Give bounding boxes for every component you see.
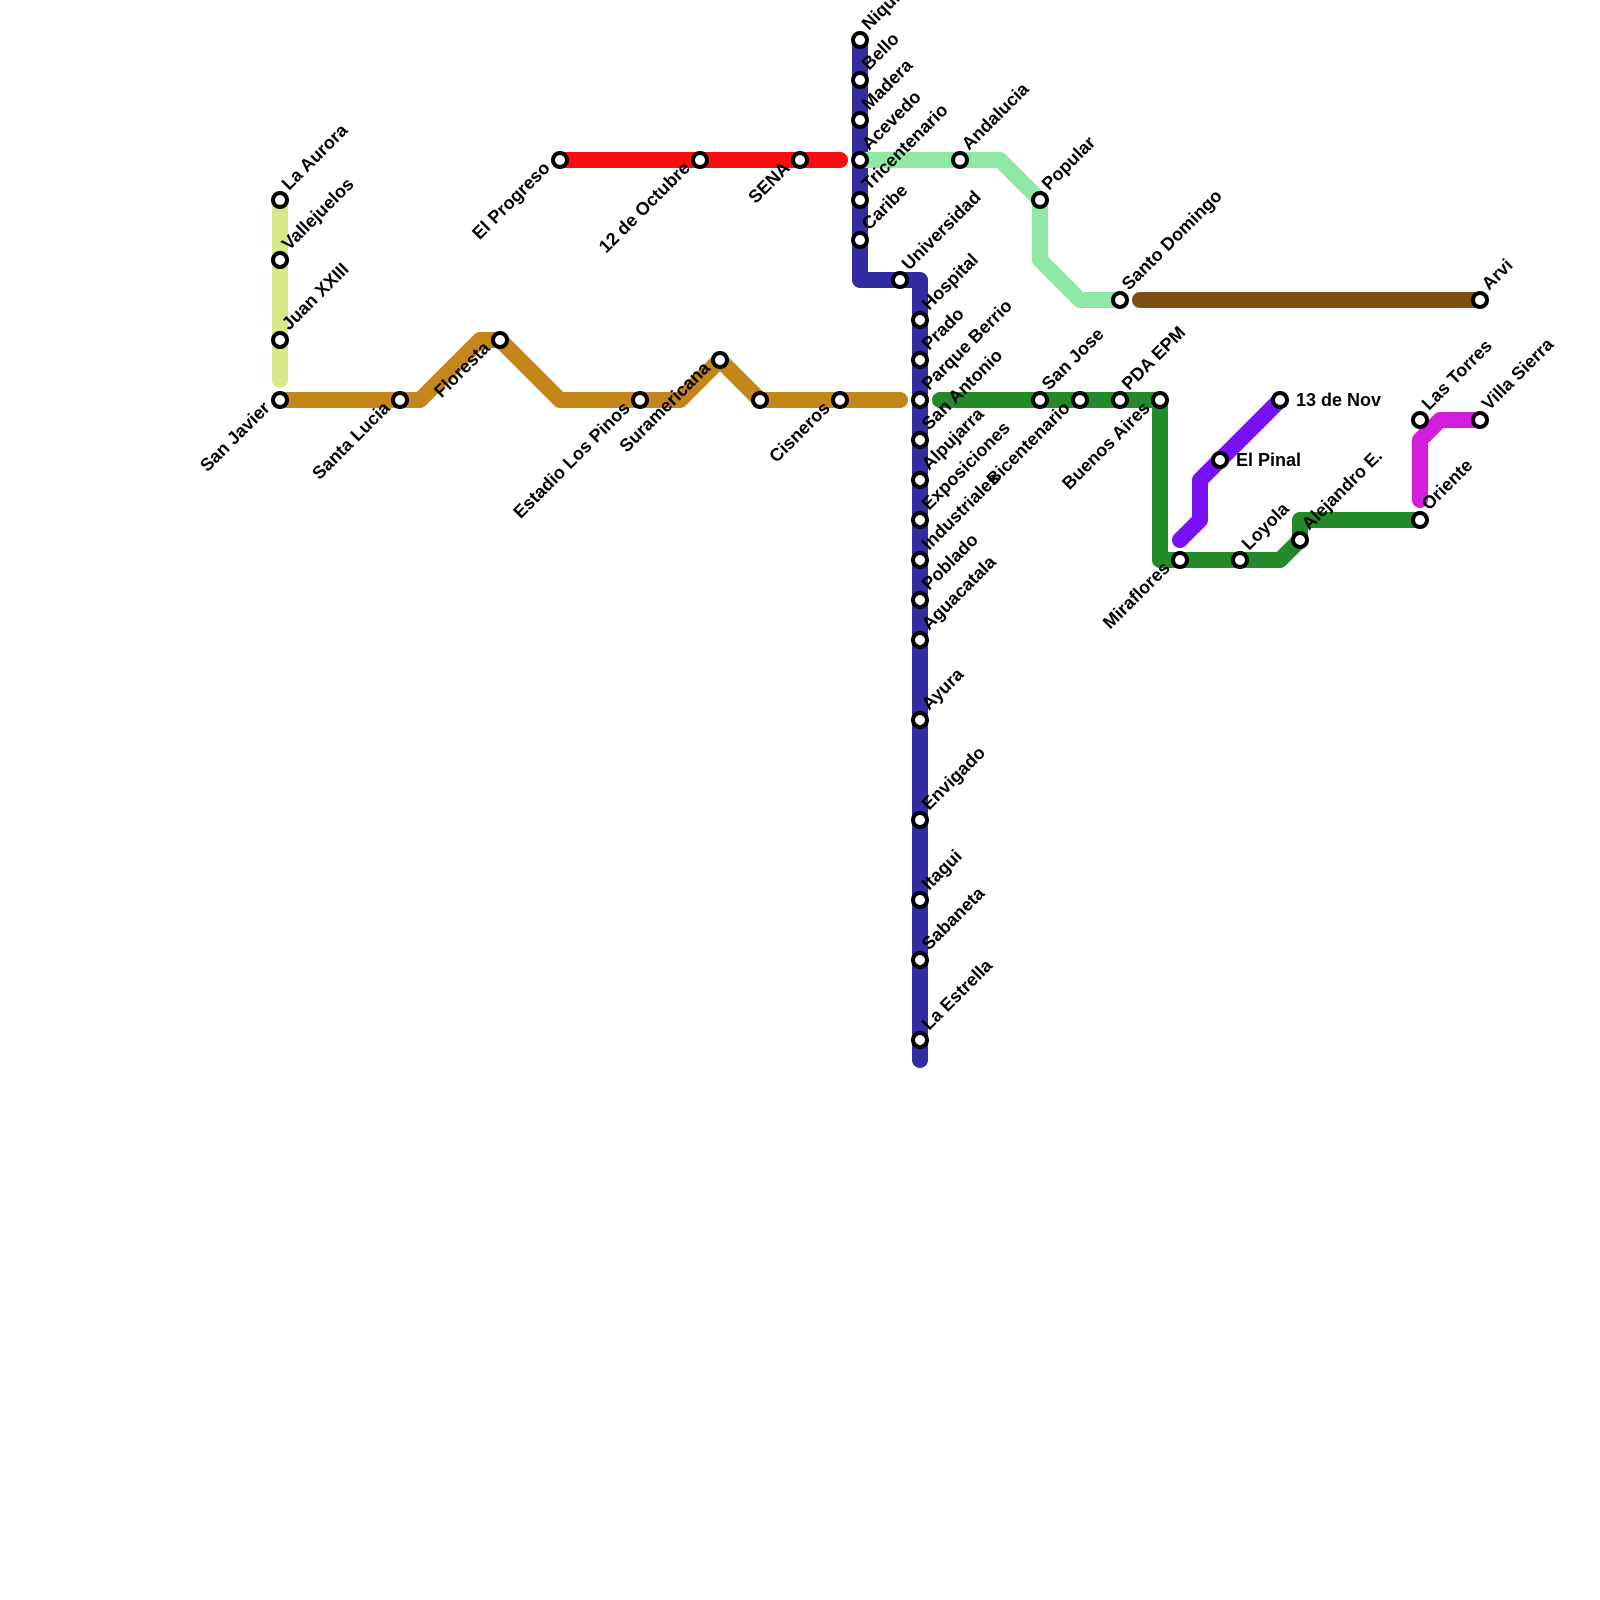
station-san-antonio[interactable] [911, 431, 929, 449]
station-caribe[interactable] [851, 231, 869, 249]
station-12-de-octubre[interactable] [691, 151, 709, 169]
station-label-la-estrella: La Estrella [918, 955, 997, 1034]
station-bicentenario[interactable] [1071, 391, 1089, 409]
station-oriente[interactable] [1411, 511, 1429, 529]
station-estadio-los-pinos[interactable] [631, 391, 649, 409]
station-label-estadio-los-pinos: Estadio Los Pinos [509, 398, 633, 522]
line-8-route [1172, 392, 1288, 548]
station-prado[interactable] [911, 351, 929, 369]
station-madera[interactable] [851, 111, 869, 129]
station-santa-lucia[interactable] [391, 391, 409, 409]
line-2-route [272, 332, 908, 408]
station-suramericana[interactable] [711, 351, 729, 369]
station-label-12-de-octubre: 12 de Octubre [595, 158, 694, 257]
station-acevedo[interactable] [851, 151, 869, 169]
station-loyola[interactable] [1231, 551, 1249, 569]
station-label-arvi: Arvi [1478, 255, 1517, 294]
station-label-andalucia: Andalucia [958, 78, 1034, 154]
station-la-aurora[interactable] [271, 191, 289, 209]
station-envigado[interactable] [911, 811, 929, 829]
station-label-sabaneta: Sabaneta [918, 882, 989, 953]
station-label-el-progreso: El Progreso [468, 158, 554, 244]
station-buenos-aires[interactable] [1151, 391, 1169, 409]
station-label-miraflores: Miraflores [1099, 558, 1174, 633]
station-industriales[interactable] [911, 551, 929, 569]
station-poblado[interactable] [911, 591, 929, 609]
station-vallejuelos[interactable] [271, 251, 289, 269]
station-arvi[interactable] [1471, 291, 1489, 309]
station-label-popular: Popular [1038, 132, 1100, 194]
station-parque-berrio[interactable] [911, 391, 929, 409]
station-13-de-nov[interactable] [1271, 391, 1289, 409]
station-el-pinal[interactable] [1211, 451, 1229, 469]
line-5-route [852, 152, 1128, 308]
station-bello[interactable] [851, 71, 869, 89]
station-andalucia[interactable] [951, 151, 969, 169]
station-sena[interactable] [791, 151, 809, 169]
station-label-juan-xxiii: Juan XXIII [278, 259, 353, 334]
station-label-niquia: Niquia [858, 0, 912, 34]
station-label-santo-domingo: Santo Domingo [1118, 186, 1226, 294]
station-label-el-pinal: El Pinal [1236, 450, 1301, 470]
station-santo-domingo[interactable] [1111, 291, 1129, 309]
station-tricentenario[interactable] [851, 191, 869, 209]
route-lines [272, 32, 1488, 1068]
station-pda-epm[interactable] [1111, 391, 1129, 409]
station-juan-xxiii[interactable] [271, 331, 289, 349]
station-estadio[interactable] [751, 391, 769, 409]
station-san-javier[interactable] [271, 391, 289, 409]
station-label-envigado: Envigado [918, 742, 989, 813]
line-9-route [1412, 412, 1488, 508]
station-label-13-de-nov: 13 de Nov [1296, 390, 1381, 410]
station-las-torres[interactable] [1411, 411, 1429, 429]
station-miraflores[interactable] [1171, 551, 1189, 569]
station-floresta[interactable] [491, 331, 509, 349]
station-el-progreso[interactable] [551, 151, 569, 169]
station-label-san-jose: San Jose [1038, 324, 1108, 394]
station-la-estrella[interactable] [911, 1031, 929, 1049]
station-itagui[interactable] [911, 891, 929, 909]
station-cisneros[interactable] [831, 391, 849, 409]
station-ayura[interactable] [911, 711, 929, 729]
station-niquia[interactable] [851, 31, 869, 49]
station-label-santa-lucia: Santa Lucia [308, 397, 394, 483]
station-label-san-javier: San Javier [196, 398, 274, 476]
station-universidad[interactable] [891, 271, 909, 289]
stations [271, 31, 1489, 1049]
station-exposiciones[interactable] [911, 511, 929, 529]
station-label-pda-epm: PDA EPM [1118, 322, 1190, 394]
station-popular[interactable] [1031, 191, 1049, 209]
station-villa-sierra[interactable] [1471, 411, 1489, 429]
station-alpujarra[interactable] [911, 471, 929, 489]
station-aguacatala[interactable] [911, 631, 929, 649]
station-san-jose[interactable] [1031, 391, 1049, 409]
station-sabaneta[interactable] [911, 951, 929, 969]
station-alejandro-e[interactable] [1291, 531, 1309, 549]
station-hospital[interactable] [911, 311, 929, 329]
